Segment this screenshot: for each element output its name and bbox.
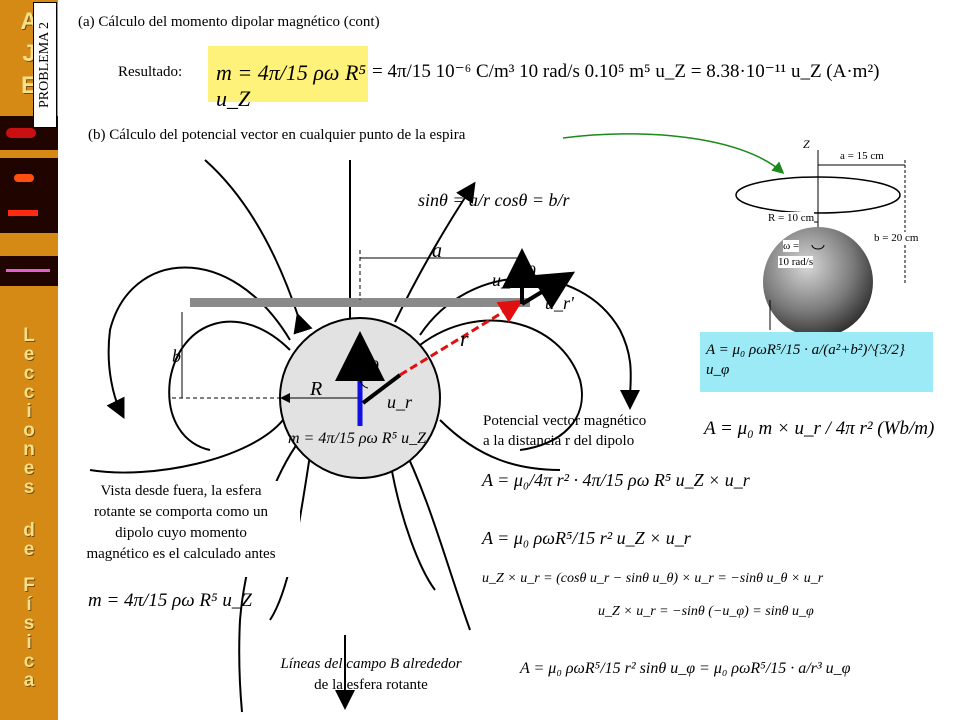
field-line xyxy=(89,419,284,474)
label-theta: θ xyxy=(370,357,379,377)
sidebar-letter: s xyxy=(23,613,35,634)
note-formula: m = 4π/15 ρω R⁵ u_Z xyxy=(88,590,252,611)
field-line xyxy=(389,459,436,591)
sidebar-letter: i xyxy=(26,401,32,422)
sidebar-photo xyxy=(0,256,58,286)
potential-caption-1: Potencial vector magnético xyxy=(483,413,647,429)
field-line xyxy=(106,266,291,419)
fig-omega-2: 10 rad/s xyxy=(778,256,814,268)
sidebar-letter: d xyxy=(23,520,35,541)
moment-formula-box: m = 4π/15 ρω R⁵ u_Z xyxy=(208,46,368,111)
field-line xyxy=(168,320,291,451)
derivation-step-2: A = μ₀ ρωR⁵/15 r² u_Z × u_r xyxy=(482,528,691,548)
sidebar-letter: e xyxy=(23,458,35,479)
sidebar-letter: F xyxy=(23,575,35,596)
moment-formula: m = 4π/15 ρω R⁵ u_Z xyxy=(216,60,367,111)
sidebar-photo xyxy=(0,195,58,233)
sidebar-letter: í xyxy=(26,594,32,615)
sidebar-photo xyxy=(0,158,58,198)
fig-b-dim: b = 20 cm xyxy=(874,232,919,244)
label-R: R xyxy=(310,378,323,400)
sidebar-letter: c xyxy=(23,363,35,384)
potential-caption-2: a la distancia r del dipolo xyxy=(483,433,635,449)
fig-R-dim: R = 10 cm xyxy=(768,212,815,224)
sphere-moment-formula: m = 4π/15 ρω R⁵ u_Z xyxy=(288,430,427,447)
sidebar-letter: c xyxy=(23,382,35,403)
sidebar-letter: i xyxy=(26,632,32,653)
field-lines-diagram xyxy=(89,159,641,713)
sidebar-letter: e xyxy=(23,344,35,365)
r-vector xyxy=(399,299,524,377)
moment-numeric: = 4π/15 10⁻⁶ C/m³ 10 rad/s 0.10⁵ m⁵ u_Z … xyxy=(372,61,880,82)
trig-relations: sinθ = a/r cosθ = b/r xyxy=(418,190,570,210)
sidebar-letter: n xyxy=(23,439,35,460)
field-caption-1: Líneas del campo B alrededor xyxy=(280,656,462,672)
pointer-arrow xyxy=(562,133,785,174)
sidebar-letter: a xyxy=(23,670,35,691)
label-r: r xyxy=(460,326,469,351)
dipole-note: Vista desde fuera, la esfera rotante se … xyxy=(62,481,300,577)
note-line: Vista desde fuera, la esfera xyxy=(100,483,262,499)
sidebar-letter: o xyxy=(23,420,35,441)
part-a-heading: (a) Cálculo del momento dipolar magnétic… xyxy=(78,14,380,30)
label-theta-2: θ xyxy=(527,262,536,282)
note-line: dipolo cuyo momento xyxy=(115,525,247,541)
sphere-ring-figure xyxy=(735,150,906,332)
field-line xyxy=(386,426,471,631)
loop-bar xyxy=(190,298,530,307)
field-line xyxy=(419,277,641,410)
derivation-step-4: u_Z × u_r = −sinθ (−u_φ) = sinθ u_φ xyxy=(598,604,814,619)
derivation-step-3: u_Z × u_r = (cosθ u_r − sinθ u_θ) × u_r … xyxy=(482,571,824,586)
field-line xyxy=(238,426,314,713)
field-line xyxy=(439,419,561,471)
label-b: b xyxy=(172,346,181,366)
result-formula: A = μ₀ ρωR⁵/15 · a/(a²+b²)^{3/2} u_φ xyxy=(706,342,905,378)
sidebar-top-letter: E xyxy=(20,72,37,99)
fig-a-dim: a = 15 cm xyxy=(840,150,884,162)
sidebar-letter: L xyxy=(23,325,35,346)
field-line xyxy=(204,159,313,335)
derivation-step-1: A = μ₀/4π r² · 4π/15 ρω R⁵ u_Z × u_r xyxy=(482,470,750,490)
note-line: rotante se comporta como un xyxy=(93,504,269,520)
sidebar-letter: c xyxy=(23,651,35,672)
problem-tag: PROBLEMA 2 xyxy=(33,2,57,128)
sphere-photo xyxy=(763,227,873,332)
sidebar-letter: s xyxy=(23,477,35,498)
sidebar-top-letter: J xyxy=(22,40,36,67)
label-ur-prime: u_r' xyxy=(545,293,574,313)
result-label: Resultado: xyxy=(118,64,183,80)
fig-z-label: Z xyxy=(803,137,810,151)
label-ur: u_r xyxy=(387,392,413,412)
note-line: magnético es el calculado antes xyxy=(86,546,276,562)
field-caption-2: de la esfera rotante xyxy=(314,677,428,693)
field-line xyxy=(419,319,583,451)
potential-formula: A = μ₀ m × u_r / 4π r² (Wb/m) xyxy=(704,418,935,439)
fig-omega-1: ω = xyxy=(783,240,800,252)
derivation-step-5: A = μ₀ ρωR⁵/15 r² sinθ u_φ = μ₀ ρωR⁵/15 … xyxy=(520,660,851,677)
label-a: a xyxy=(432,240,442,262)
part-b-heading: (b) Cálculo del potencial vector en cual… xyxy=(88,127,466,143)
result-box: A = μ₀ ρωR⁵/15 · a/(a²+b²)^{3/2} u_φ xyxy=(700,332,933,392)
label-uz: u_Z xyxy=(492,270,521,290)
sidebar-letter: e xyxy=(23,539,35,560)
